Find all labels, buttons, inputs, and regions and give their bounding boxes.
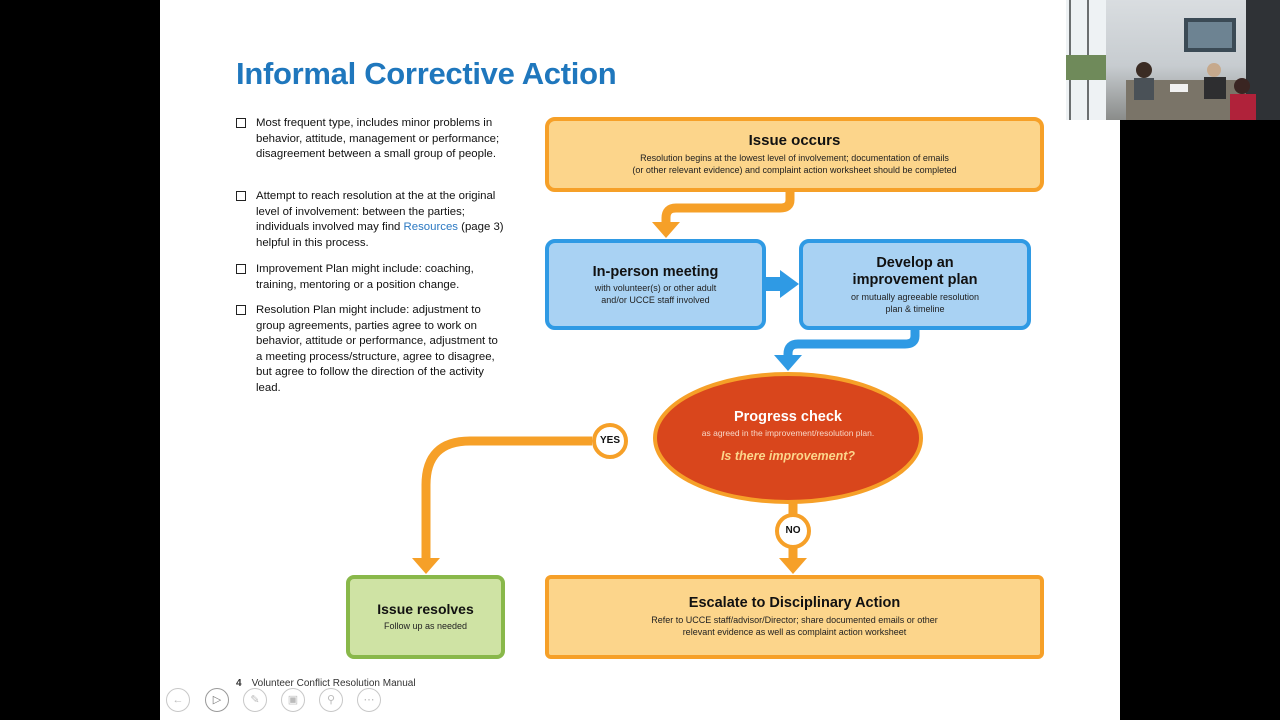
more-icon[interactable]: ⋯	[357, 688, 381, 712]
progress-check-ellipse	[653, 372, 923, 504]
yes-label: YES	[592, 423, 628, 459]
issue-resolves-box: Issue resolves Follow up as needed	[346, 575, 505, 659]
slide-title: Informal Corrective Action	[236, 56, 617, 91]
improvement-plan-box: Develop an improvement plan or mutually …	[799, 239, 1031, 330]
pen-icon[interactable]: ✎	[243, 688, 267, 712]
improvement-plan-title-2: improvement plan	[852, 272, 978, 288]
improvement-plan-subtitle-2: plan & timeline	[885, 303, 945, 314]
bullet-1: Most frequent type, includes minor probl…	[236, 116, 506, 180]
improvement-question: Is there improvement?	[720, 449, 856, 463]
escalate-subtitle-1: Refer to UCCE staff/advisor/Director; sh…	[651, 615, 938, 625]
checkbox-icon	[236, 118, 246, 128]
play-icon[interactable]: ▷	[205, 688, 229, 712]
checkbox-icon	[236, 191, 246, 201]
arrowhead	[780, 270, 799, 298]
in-person-meeting-subtitle-1: with volunteer(s) or other adult	[594, 283, 717, 293]
arrowhead	[774, 355, 802, 371]
connector-meeting-to-plan	[764, 277, 782, 291]
escalate-subtitle-2: relevant evidence as well as complaint a…	[682, 626, 907, 637]
in-person-meeting-box: In-person meeting with volunteer(s) or o…	[545, 239, 766, 330]
bullet-text: Attempt to reach resolution at the at th…	[256, 189, 506, 251]
slides-icon[interactable]: ▣	[281, 688, 305, 712]
presentation-slide: Informal Corrective Action Most frequent…	[160, 0, 1120, 720]
arrowhead	[779, 558, 807, 574]
page-number: 4	[236, 678, 242, 689]
checkbox-icon	[236, 264, 246, 274]
bullet-text: Resolution Plan might include: adjustmen…	[256, 304, 498, 394]
escalate-box: Escalate to Disciplinary Action Refer to…	[545, 575, 1044, 659]
progress-check-title: Progress check	[733, 409, 842, 425]
issue-occurs-title: Issue occurs	[748, 132, 841, 149]
in-person-meeting-title: In-person meeting	[592, 264, 719, 280]
previous-icon[interactable]: ←	[166, 688, 190, 712]
webcam-scene	[1066, 0, 1280, 120]
issue-occurs-subtitle-1: Resolution begins at the lowest level of…	[640, 153, 949, 163]
bullet-text: Improvement Plan might include: coaching…	[256, 263, 474, 291]
issue-resolves-subtitle: Follow up as needed	[383, 621, 468, 631]
issue-resolves-title: Issue resolves	[377, 601, 474, 617]
arrowhead	[412, 558, 440, 574]
bullet-2: Attempt to reach resolution at the at th…	[236, 189, 506, 253]
no-label: NO	[775, 513, 811, 549]
connector-issue-to-meeting	[661, 190, 795, 226]
bullet-text: Most frequent type, includes minor probl…	[256, 117, 500, 161]
webcam-feed	[1066, 0, 1280, 120]
bullet-text-part: (page 3) helpful in this process.	[256, 221, 504, 249]
slide-footer: 4 Volunteer Conflict Resolution Manual	[236, 678, 416, 689]
progress-check-content: Progress check as agreed in the improvem…	[655, 409, 921, 463]
bullet-3: Improvement Plan might include: coaching…	[236, 262, 506, 294]
checkbox-icon	[236, 305, 246, 315]
connector-plan-to-check	[783, 328, 920, 358]
bullet-text-part: Attempt to reach resolution at the at th…	[256, 190, 496, 234]
in-person-meeting-subtitle-2: and/or UCCE staff involved	[601, 294, 710, 305]
bullet-4: Resolution Plan might include: adjustmen…	[236, 303, 506, 399]
issue-occurs-subtitle-2: (or other relevant evidence) and complai…	[632, 164, 957, 175]
improvement-plan-subtitle-1: or mutually agreeable resolution	[850, 292, 980, 302]
connector-yes	[421, 436, 592, 560]
zoom-icon[interactable]: ⚲	[319, 688, 343, 712]
flow-connectors	[412, 190, 923, 574]
escalate-title: Escalate to Disciplinary Action	[688, 595, 901, 611]
improvement-plan-title-1: Develop an	[876, 255, 954, 271]
issue-occurs-box: Issue occurs Resolution begins at the lo…	[545, 117, 1044, 192]
progress-check-subtitle: as agreed in the improvement/resolution …	[701, 428, 875, 438]
arrowhead	[652, 222, 680, 238]
manual-name: Volunteer Conflict Resolution Manual	[251, 678, 416, 689]
resources-link[interactable]: Resources	[403, 221, 458, 234]
